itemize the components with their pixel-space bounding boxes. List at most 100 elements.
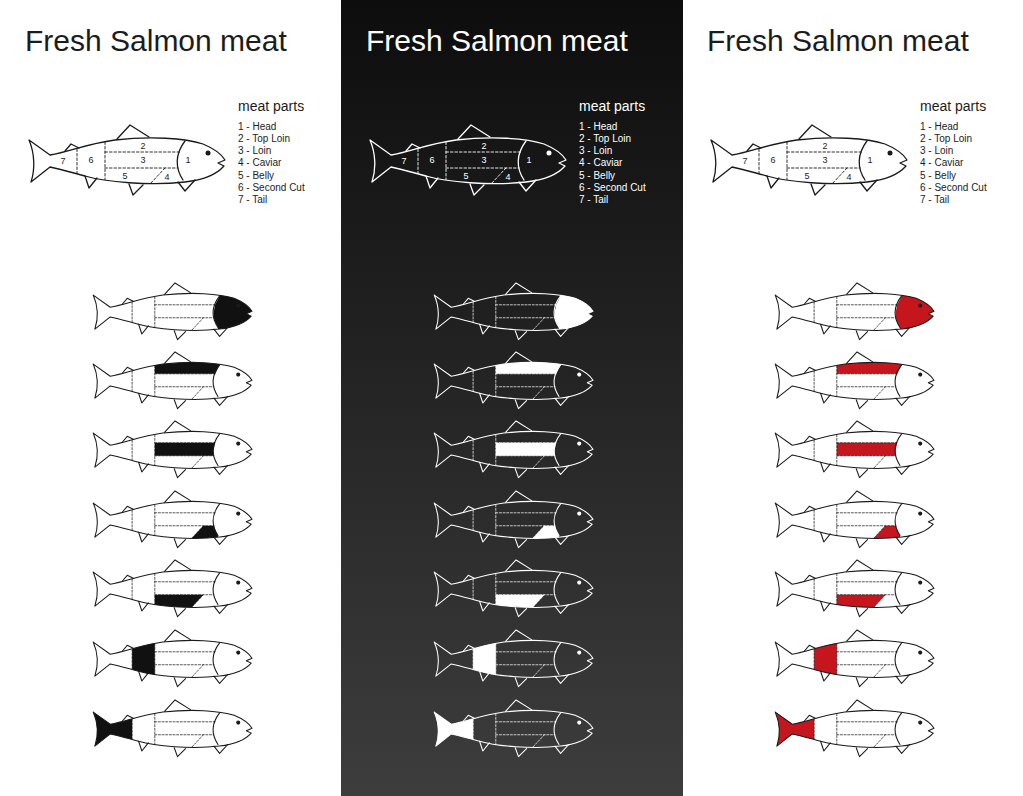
callout-number: 3 bbox=[822, 155, 827, 166]
fish-body bbox=[434, 431, 593, 468]
fish-outline bbox=[775, 352, 934, 409]
fish-outline bbox=[775, 630, 934, 687]
part-list-item: 5 - Belly bbox=[238, 170, 274, 182]
part-list-item: 1 - Head bbox=[238, 121, 276, 133]
head-fish bbox=[775, 281, 946, 354]
tail-fish bbox=[427, 698, 593, 771]
callout-number: 6 bbox=[770, 155, 775, 166]
callout-number: 6 bbox=[88, 155, 93, 166]
fish-outline bbox=[434, 630, 593, 687]
caviar-fish bbox=[93, 491, 252, 561]
column-title: Fresh Salmon meat bbox=[25, 23, 287, 59]
column-panel: Fresh Salmon meat bbox=[682, 0, 1023, 796]
fish-body bbox=[434, 640, 593, 677]
part-list-item: 6 - Second Cut bbox=[579, 182, 646, 194]
salmon-diagram bbox=[370, 125, 566, 195]
part-list-item: 3 - Loin bbox=[238, 145, 271, 157]
cut-highlight bbox=[837, 595, 886, 631]
cut-highlight bbox=[865, 526, 900, 562]
fish-outline bbox=[434, 700, 593, 757]
fish-outline bbox=[93, 700, 252, 757]
fish-outline bbox=[93, 283, 252, 340]
callout-number: 7 bbox=[401, 156, 406, 167]
part-list-item: 7 - Tail bbox=[238, 194, 267, 206]
column-panel: Fresh Salmon meat bbox=[0, 0, 341, 796]
fish-outline bbox=[370, 125, 566, 195]
cut-highlight bbox=[837, 350, 902, 374]
callout-number: 7 bbox=[60, 156, 65, 167]
fish-outline bbox=[775, 560, 934, 617]
part-list-item: 4 - Caviar bbox=[238, 157, 281, 169]
part-list-item: 6 - Second Cut bbox=[238, 182, 305, 194]
part-list-item: 7 - Tail bbox=[579, 194, 608, 206]
fish-outline bbox=[775, 491, 934, 548]
part-list-item: 2 - Top Loin bbox=[579, 133, 631, 145]
cut-highlight bbox=[132, 628, 155, 701]
fish-outline bbox=[93, 352, 252, 409]
fish-column bbox=[29, 125, 264, 770]
callout-number: 2 bbox=[140, 141, 145, 152]
fish-body bbox=[93, 501, 252, 538]
legend-heading: meat parts bbox=[920, 98, 986, 115]
cut-highlight bbox=[155, 443, 215, 456]
fish-outline bbox=[29, 125, 225, 195]
callout-number: 6 bbox=[429, 155, 434, 166]
callout-number: 5 bbox=[804, 171, 809, 182]
fish-body bbox=[775, 431, 934, 468]
part-list-item: 3 - Loin bbox=[920, 145, 953, 157]
cut-highlight bbox=[86, 698, 132, 771]
part-list-item: 1 - Head bbox=[579, 121, 617, 133]
head-fish bbox=[93, 281, 264, 354]
caviar-fish bbox=[434, 491, 593, 561]
fish-body bbox=[711, 138, 907, 184]
fish-outline bbox=[775, 283, 934, 340]
cut-highlight bbox=[183, 526, 218, 562]
fish-outline bbox=[93, 630, 252, 687]
belly-fish bbox=[434, 560, 593, 630]
loin-fish bbox=[93, 421, 252, 478]
tail-fish bbox=[768, 698, 934, 771]
fish-body bbox=[434, 501, 593, 538]
callout-number: 4 bbox=[505, 172, 510, 183]
fish-outline bbox=[775, 700, 934, 757]
callout-number: 1 bbox=[185, 155, 190, 166]
belly-fish bbox=[775, 560, 934, 630]
second-cut-fish bbox=[93, 628, 252, 701]
legend-heading: meat parts bbox=[579, 98, 645, 115]
fish-body bbox=[775, 640, 934, 677]
cut-highlight bbox=[155, 595, 204, 631]
fish-column bbox=[711, 125, 946, 770]
callout-number: 5 bbox=[122, 171, 127, 182]
fish-body bbox=[775, 501, 934, 538]
caviar-fish bbox=[775, 491, 934, 561]
fish-outline bbox=[93, 421, 252, 478]
part-list-item: 4 - Caviar bbox=[579, 157, 622, 169]
loin-fish bbox=[775, 421, 934, 478]
part-list-item: 3 - Loin bbox=[579, 145, 612, 157]
cut-highlight bbox=[214, 281, 265, 354]
part-list-item: 2 - Top Loin bbox=[238, 133, 290, 145]
top-loin-fish bbox=[434, 350, 593, 409]
head-fish bbox=[434, 281, 605, 354]
salmon-diagram bbox=[711, 125, 907, 195]
cut-highlight bbox=[496, 350, 561, 374]
loin-fish bbox=[434, 421, 593, 478]
fish-body bbox=[93, 640, 252, 677]
part-list-item: 1 - Head bbox=[920, 121, 958, 133]
legend-heading: meat parts bbox=[238, 98, 304, 115]
part-list-item: 5 - Belly bbox=[920, 170, 956, 182]
cut-highlight bbox=[814, 628, 837, 701]
callout-number: 2 bbox=[822, 141, 827, 152]
column-title: Fresh Salmon meat bbox=[366, 23, 628, 59]
cut-highlight bbox=[837, 443, 897, 456]
white-ground bbox=[683, 0, 1023, 796]
fish-body bbox=[370, 138, 566, 184]
second-cut-fish bbox=[434, 628, 593, 701]
cut-highlight bbox=[155, 350, 220, 374]
callout-number: 5 bbox=[463, 171, 468, 182]
callout-number: 2 bbox=[481, 141, 486, 152]
part-list-item: 5 - Belly bbox=[579, 170, 615, 182]
cut-highlight bbox=[496, 595, 545, 631]
